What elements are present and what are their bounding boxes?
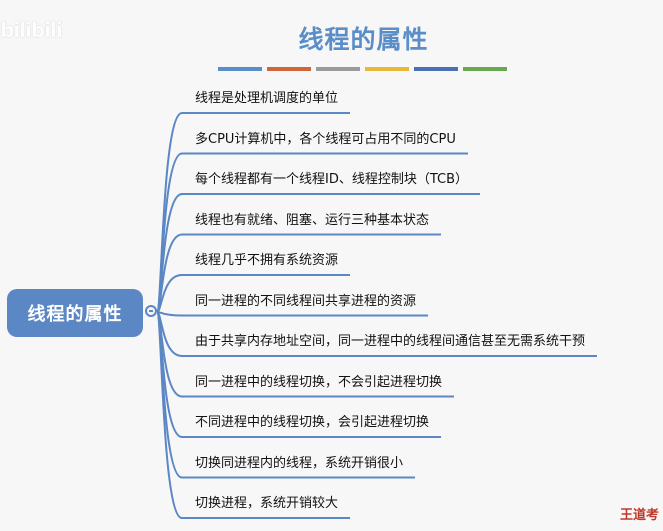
- branch-item[interactable]: 线程也有就绪、阻塞、运行三种基本状态: [195, 212, 430, 228]
- bilibili-logo: bilibili: [0, 18, 63, 42]
- color-bar-segment: [267, 67, 311, 71]
- branch-item[interactable]: 不同进程中的线程切换，会引起进程切换: [195, 415, 430, 430]
- branch-item[interactable]: 同一进程的不同线程间共享进程的资源: [195, 293, 417, 309]
- page-title: 线程的属性: [298, 25, 429, 54]
- color-bar-segment: [414, 67, 458, 71]
- branch-item[interactable]: 切换同进程内的线程，系统开销很小: [195, 455, 404, 471]
- branch-item[interactable]: 线程几乎不拥有系统资源: [195, 253, 339, 268]
- color-bar-segment: [316, 67, 360, 71]
- root-node[interactable]: 线程的属性: [7, 289, 143, 337]
- watermark-text: 王道考: [619, 508, 659, 523]
- color-bar-segment: [365, 67, 409, 71]
- branch-item[interactable]: 多CPU计算机中，各个线程可占用不同的CPU: [195, 131, 456, 147]
- branch-item[interactable]: 每个线程都有一个线程ID、线程控制块（TCB）: [195, 172, 469, 187]
- color-bar-segment: [218, 67, 262, 71]
- color-bar-segment: [463, 67, 507, 71]
- branch-item[interactable]: 同一进程中的线程切换，不会引起进程切换: [195, 374, 443, 390]
- branch-item[interactable]: 线程是处理机调度的单位: [195, 91, 339, 106]
- branch-item[interactable]: 切换进程，系统开销较大: [195, 496, 339, 511]
- root-node-label: 线程的属性: [27, 304, 123, 325]
- branch-connector: [156, 311, 428, 317]
- collapse-toggle-icon[interactable]: [145, 305, 157, 317]
- branch-item[interactable]: 由于共享内存地址空间，同一进程中的线程间通信甚至无需系统干预: [195, 334, 586, 349]
